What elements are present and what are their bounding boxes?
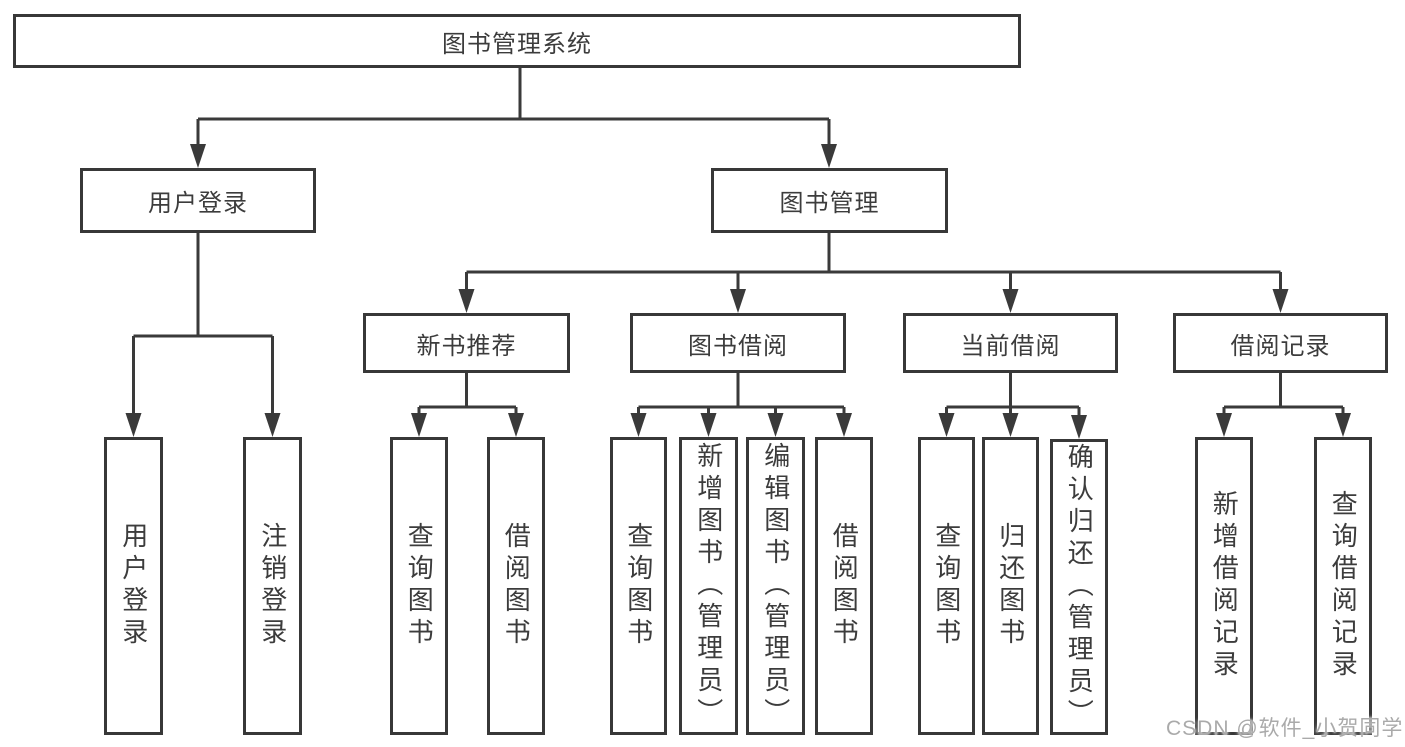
- node-borrow-records: 借阅记录: [1173, 313, 1388, 373]
- connector-root-branch: [190, 68, 837, 168]
- leaf-br-add-borrow-record: 新增借阅记录: [1195, 437, 1253, 735]
- connector-book-borrow-branch: [630, 373, 852, 437]
- connector-book-management-branch: [458, 233, 1289, 313]
- leaf-bb-borrow-books: 借阅图书: [815, 437, 873, 735]
- leaf-cb-query-books: 查询图书: [918, 437, 975, 735]
- node-book-management-branch: 图书管理: [711, 168, 948, 233]
- watermark: CSDN @软件_小贺同学: [1166, 717, 1404, 740]
- leaf-user-login: 用户登录: [104, 437, 163, 735]
- leaf-br-query-borrow-record: 查询借阅记录: [1314, 437, 1372, 735]
- connector-new-book-branch: [411, 373, 524, 437]
- leaf-logout-login: 注销登录: [243, 437, 302, 735]
- node-library-management-system: 图书管理系统: [13, 14, 1021, 68]
- leaf-bb-query-books: 查询图书: [610, 437, 667, 735]
- leaf-cb-return-books: 归还图书: [982, 437, 1039, 735]
- node-user-login-branch: 用户登录: [80, 168, 316, 233]
- node-new-book-recommend: 新书推荐: [363, 313, 570, 373]
- leaf-nb-query-books: 查询图书: [390, 437, 448, 735]
- leaf-bb-add-books-admin: 新增图书（管理员）: [679, 437, 738, 735]
- leaf-cb-confirm-return-admin: 确认归还（管理员）: [1050, 439, 1108, 735]
- node-current-borrow: 当前借阅: [903, 313, 1118, 373]
- leaf-bb-edit-books-admin: 编辑图书（管理员）: [746, 437, 805, 735]
- node-book-borrow: 图书借阅: [630, 313, 846, 373]
- connector-user-login-branch: [125, 233, 281, 437]
- connector-current-borrow-branch: [938, 373, 1087, 439]
- leaf-nb-borrow-books: 借阅图书: [487, 437, 545, 735]
- connector-borrow-records-branch: [1216, 373, 1351, 437]
